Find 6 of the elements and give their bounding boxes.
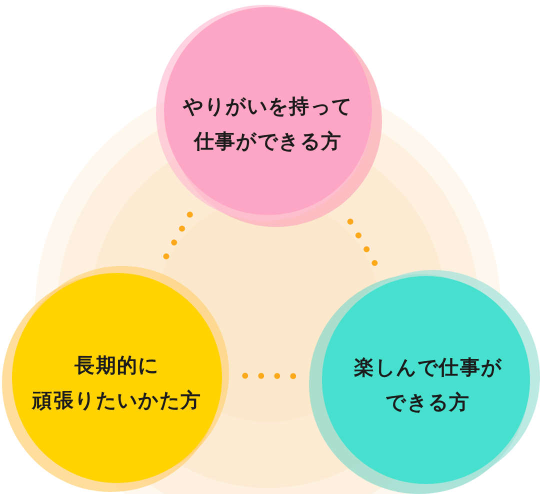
watercolor-circle xyxy=(2,266,229,492)
watercolor-circle xyxy=(309,270,540,494)
circle-label: やりがいを持って仕事ができる方 xyxy=(183,93,353,155)
circle-label: 長期的に頑張りたいかた方 xyxy=(32,352,202,414)
circle-label: 楽しんで仕事ができる方 xyxy=(354,354,502,416)
watercolor-circle xyxy=(156,5,382,227)
